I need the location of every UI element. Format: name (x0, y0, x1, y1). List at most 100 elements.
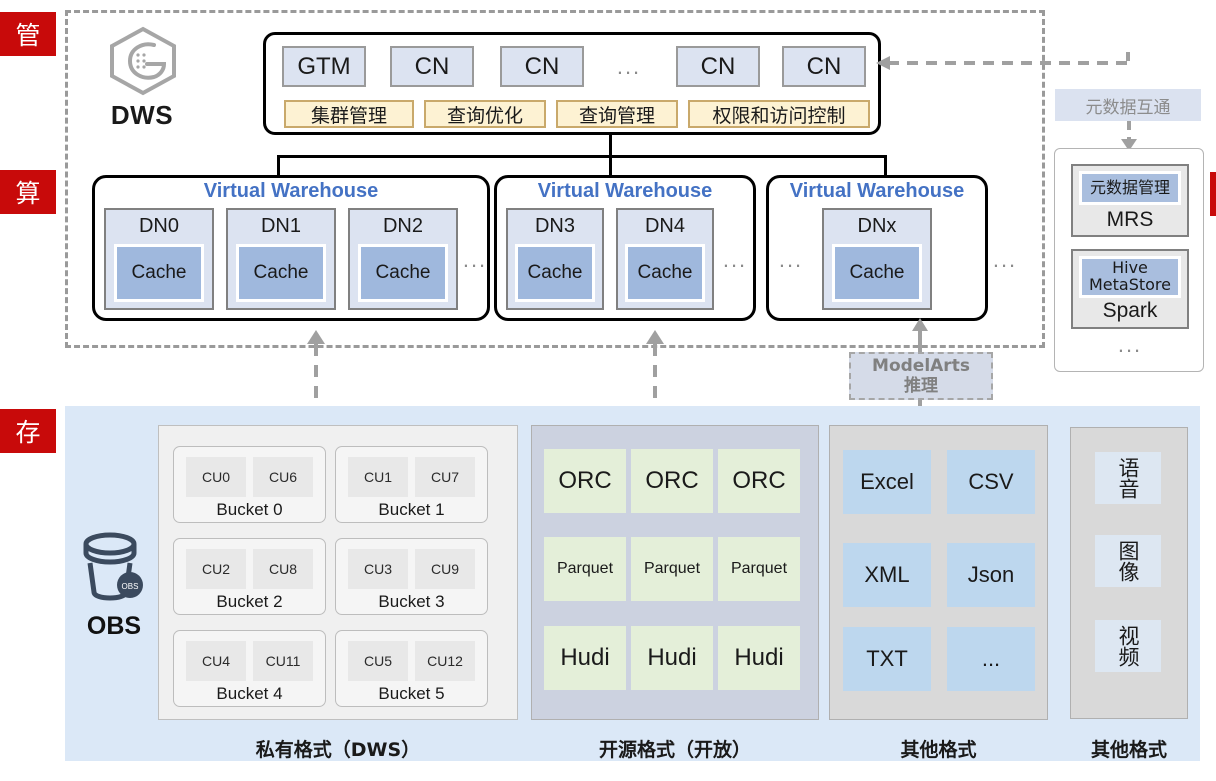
format-json[interactable]: Json (947, 543, 1035, 607)
datanode-dn1-cache: Cache (236, 244, 326, 302)
format-csv[interactable]: CSV (947, 450, 1035, 514)
bucket-2-name: Bucket 2 (216, 592, 283, 611)
engine-mrs-chip: 元数据管理 (1079, 171, 1181, 205)
datanode-dn0-cache: Cache (114, 244, 204, 302)
datanode-dn4-cache: Cache (625, 244, 705, 302)
format-parquet-3[interactable]: Parquet (718, 537, 800, 601)
datanode-dn3-cache: Cache (515, 244, 595, 302)
bucket-3-cu-0: CU3 (348, 549, 408, 589)
format-hudi-1[interactable]: Hudi (544, 626, 626, 690)
bucket-3-name: Bucket 3 (378, 592, 445, 611)
node-cn-2[interactable]: CN (500, 46, 584, 87)
datanode-dn2[interactable]: DN2 Cache (348, 208, 458, 310)
side-tag-right-edge (1210, 172, 1216, 216)
bucket-5-cu-1: CU12 (415, 641, 475, 681)
format-image[interactable]: 图像 (1095, 535, 1161, 587)
function-query-optimization[interactable]: 查询优化 (424, 100, 546, 128)
node-cn-3[interactable]: CN (676, 46, 760, 87)
function-cluster-management[interactable]: 集群管理 (284, 100, 414, 128)
datanode-dnx[interactable]: DNx Cache (822, 208, 932, 310)
bucket-4[interactable]: CU4 CU11 Bucket 4 (173, 630, 326, 707)
compute-layer-boundary (65, 10, 1045, 348)
caption-open-format: 开源格式（开放） (598, 739, 751, 761)
svg-text:OBS: OBS (122, 582, 139, 591)
virtual-warehouse-2-title: Virtual Warehouse (537, 180, 713, 202)
datanode-dnx-label: DNx (857, 215, 897, 237)
dws-logo-label: DWS (110, 100, 174, 130)
datanode-dn2-cache: Cache (358, 244, 448, 302)
obs-label: OBS (86, 612, 142, 640)
connector-vw-bus (277, 155, 887, 158)
bucket-5-name: Bucket 5 (378, 684, 445, 703)
format-hudi-3[interactable]: Hudi (718, 626, 800, 690)
format-hudi-2[interactable]: Hudi (631, 626, 713, 690)
modelarts-up-arrow (911, 318, 929, 352)
engine-mrs[interactable]: 元数据管理 MRS (1071, 164, 1189, 237)
bucket-5-cu-0: CU5 (348, 641, 408, 681)
bucket-0[interactable]: CU0 CU6 Bucket 0 (173, 446, 326, 523)
connector-vw-1 (277, 155, 280, 177)
bucket-3-cu-1: CU9 (415, 549, 475, 589)
format-txt[interactable]: TXT (843, 627, 931, 691)
bucket-1[interactable]: CU1 CU7 Bucket 1 (335, 446, 488, 523)
connector-vw-3 (884, 155, 887, 177)
virtual-warehouse-3-title: Virtual Warehouse (789, 180, 965, 202)
node-cn-4[interactable]: CN (782, 46, 866, 87)
format-excel[interactable]: Excel (843, 450, 931, 514)
bucket-4-cu-1: CU11 (253, 641, 313, 681)
modelarts-subtitle: 推理 (904, 376, 938, 396)
format-xml[interactable]: XML (843, 543, 931, 607)
engine-spark[interactable]: Hive MetaStore Spark (1071, 249, 1189, 329)
datanode-dn1[interactable]: DN1 Cache (226, 208, 336, 310)
bucket-0-cu-0: CU0 (186, 457, 246, 497)
bucket-2[interactable]: CU2 CU8 Bucket 2 (173, 538, 326, 615)
format-orc-1[interactable]: ORC (544, 449, 626, 513)
metadata-engine-ellipsis: ... (1117, 332, 1143, 357)
side-tag-manage-label: 管 (15, 21, 41, 50)
bucket-5[interactable]: CU5 CU12 Bucket 5 (335, 630, 488, 707)
side-tag-compute: 算 (0, 170, 56, 214)
virtual-warehouse-3-leading-ellipsis: ... (778, 247, 804, 272)
datanode-dnx-cache: Cache (832, 244, 922, 302)
virtual-warehouse-1-title: Virtual Warehouse (203, 180, 379, 202)
obs-bucket-icon: OBS (80, 530, 148, 602)
datanode-dn1-label: DN1 (260, 215, 301, 237)
format-video[interactable]: 视频 (1095, 620, 1161, 672)
node-cn-1[interactable]: CN (390, 46, 474, 87)
datanode-dn4-label: DN4 (644, 215, 685, 237)
side-tag-compute-label: 算 (15, 179, 41, 208)
caption-other-format: 其他格式 (900, 739, 977, 761)
side-tag-storage: 存 (0, 409, 56, 453)
format-parquet-2[interactable]: Parquet (631, 537, 713, 601)
bucket-1-name: Bucket 1 (378, 500, 445, 519)
caption-media-format: 其他格式 (1090, 739, 1167, 761)
cn-nodes-ellipsis: ... (616, 53, 642, 79)
bucket-0-name: Bucket 0 (216, 500, 283, 519)
datanode-dn2-label: DN2 (382, 215, 423, 237)
virtual-warehouse-1-ellipsis: ... (462, 247, 488, 272)
modelarts-title: ModelArts (872, 355, 970, 376)
datanode-dn0[interactable]: DN0 Cache (104, 208, 214, 310)
format-orc-3[interactable]: ORC (718, 449, 800, 513)
format-orc-2[interactable]: ORC (631, 449, 713, 513)
function-access-control[interactable]: 权限和访问控制 (688, 100, 870, 128)
format-parquet-1[interactable]: Parquet (544, 537, 626, 601)
bucket-1-cu-1: CU7 (415, 457, 475, 497)
modelarts-inference-box[interactable]: ModelArts 推理 (849, 352, 993, 400)
bucket-2-cu-0: CU2 (186, 549, 246, 589)
datanode-dn4[interactable]: DN4 Cache (616, 208, 714, 310)
node-gtm[interactable]: GTM (282, 46, 366, 87)
format-other-ellipsis[interactable]: ... (947, 627, 1035, 691)
format-voice[interactable]: 语音 (1095, 452, 1161, 504)
datanode-dn3[interactable]: DN3 Cache (506, 208, 604, 310)
engine-spark-name: Spark (1102, 299, 1158, 322)
virtual-warehouse-3-ellipsis: ... (992, 247, 1018, 272)
function-query-management[interactable]: 查询管理 (556, 100, 678, 128)
dws-hexagon-logo-icon (102, 25, 184, 97)
metadata-bridge-label: 元数据互通 (1055, 89, 1201, 121)
virtual-warehouse-2-ellipsis: ... (722, 247, 748, 272)
side-tag-manage: 管 (0, 12, 56, 56)
bucket-4-cu-0: CU4 (186, 641, 246, 681)
datanode-dn0-label: DN0 (138, 215, 179, 237)
bucket-3[interactable]: CU3 CU9 Bucket 3 (335, 538, 488, 615)
